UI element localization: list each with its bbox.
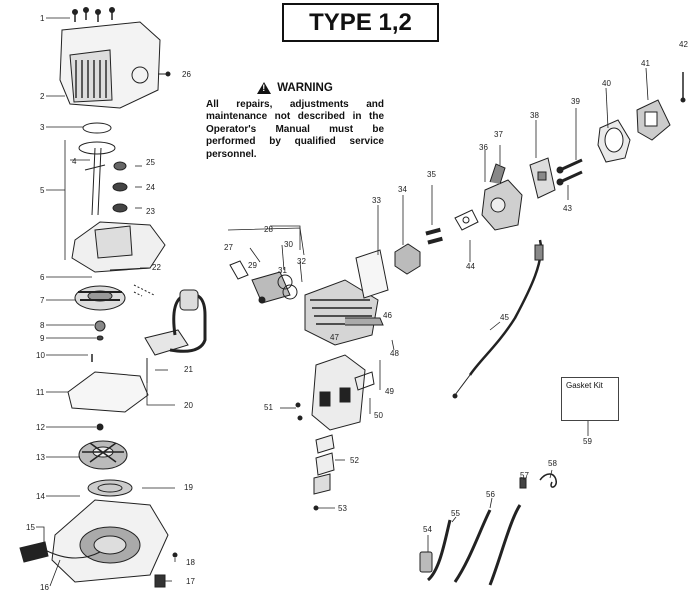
callout-51: 51 [264, 403, 273, 412]
callout-46: 46 [383, 311, 392, 320]
callout-21: 21 [184, 365, 193, 374]
callout-39: 39 [571, 97, 580, 106]
heat-shield-part [355, 249, 389, 299]
callout-36: 36 [479, 143, 488, 152]
callout-15: 15 [26, 523, 35, 532]
callout-3: 3 [40, 123, 45, 132]
callout-50: 50 [374, 411, 383, 420]
throttle-cable-part [452, 239, 544, 399]
callout-59: 59 [583, 437, 592, 446]
callout-20: 20 [184, 401, 193, 410]
ignition-module-part [133, 284, 207, 383]
callout-16: 16 [40, 583, 49, 592]
callout-53: 53 [338, 504, 347, 513]
callout-52: 52 [350, 456, 359, 465]
callout-57: 57 [520, 471, 529, 480]
callout-44: 44 [466, 262, 475, 271]
filter-base-part [529, 157, 556, 199]
recoil-spring-part [87, 479, 133, 497]
callout-41: 41 [641, 59, 650, 68]
callout-9: 9 [40, 334, 45, 343]
callout-31: 31 [278, 266, 287, 275]
gasket-kit-box: Gasket Kit [561, 377, 619, 421]
piston-part [229, 260, 291, 304]
leader-lines [36, 17, 649, 587]
callout-58: 58 [548, 459, 557, 468]
air-filter-part [597, 119, 631, 163]
engine-cover-part [59, 7, 171, 109]
callout-27: 27 [224, 243, 233, 252]
callout-14: 14 [36, 492, 45, 501]
rings-part [277, 274, 298, 300]
carb-gasket-part [454, 209, 479, 231]
callout-1: 1 [40, 14, 45, 23]
warning-triangle-icon: ! [257, 82, 272, 95]
filter-cover-part [636, 72, 686, 141]
callout-47: 47 [330, 333, 339, 342]
callout-10: 10 [36, 351, 45, 360]
callout-11: 11 [36, 388, 45, 397]
bearings-part [112, 161, 128, 213]
crankshaft-part [78, 141, 116, 216]
callout-13: 13 [36, 453, 45, 462]
bolts-part [556, 158, 583, 186]
callout-42: 42 [679, 40, 688, 49]
callout-48: 48 [390, 349, 399, 358]
carburetor-part [481, 163, 523, 231]
callout-55: 55 [451, 509, 460, 518]
flywheel-part [74, 285, 126, 311]
warning-text: All repairs, adjustments and maintenance… [206, 98, 384, 160]
callout-12: 12 [36, 423, 45, 432]
callout-25: 25 [146, 158, 155, 167]
callout-54: 54 [423, 525, 432, 534]
type-title: TYPE 1,2 [282, 3, 439, 42]
callout-5: 5 [40, 186, 45, 195]
callout-33: 33 [372, 196, 381, 205]
fuel-lines-part [419, 473, 557, 586]
callout-40: 40 [602, 79, 611, 88]
callout-6: 6 [40, 273, 45, 282]
callout-32: 32 [297, 257, 306, 266]
muffler-part [295, 354, 375, 431]
callout-35: 35 [427, 170, 436, 179]
starter-housing-part [19, 499, 178, 588]
callout-28: 28 [264, 225, 273, 234]
callout-56: 56 [486, 490, 495, 499]
callout-17: 17 [186, 577, 195, 586]
callout-29: 29 [248, 261, 257, 270]
callout-49: 49 [385, 387, 394, 396]
callout-numbers: 1 2 3 4 5 6 7 8 9 10 11 12 13 14 15 16 1… [26, 14, 688, 592]
spark-arrestor-part [313, 434, 335, 511]
carburetor-adapter-part [394, 227, 443, 275]
callout-4: 4 [72, 157, 77, 166]
callout-8: 8 [40, 321, 45, 330]
nut-washer-part [91, 320, 106, 362]
callout-26: 26 [182, 70, 191, 79]
callout-43: 43 [563, 204, 572, 213]
callout-7: 7 [40, 296, 45, 305]
warning-notice: ! WARNING All repairs, adjustments and m… [206, 82, 384, 161]
starter-gasket-part [67, 371, 149, 413]
warning-heading: WARNING [277, 82, 333, 94]
callout-24: 24 [146, 183, 155, 192]
callout-2: 2 [40, 92, 45, 101]
callout-18: 18 [186, 558, 195, 567]
callout-37: 37 [494, 130, 503, 139]
callout-19: 19 [184, 483, 193, 492]
starter-pulley-part [78, 423, 128, 470]
callout-30: 30 [284, 240, 293, 249]
callout-34: 34 [398, 185, 407, 194]
callout-23: 23 [146, 207, 155, 216]
o-ring-part [82, 122, 112, 134]
cylinder-part [304, 279, 384, 346]
callout-45: 45 [500, 313, 509, 322]
callout-38: 38 [530, 111, 539, 120]
callout-22: 22 [152, 263, 161, 272]
